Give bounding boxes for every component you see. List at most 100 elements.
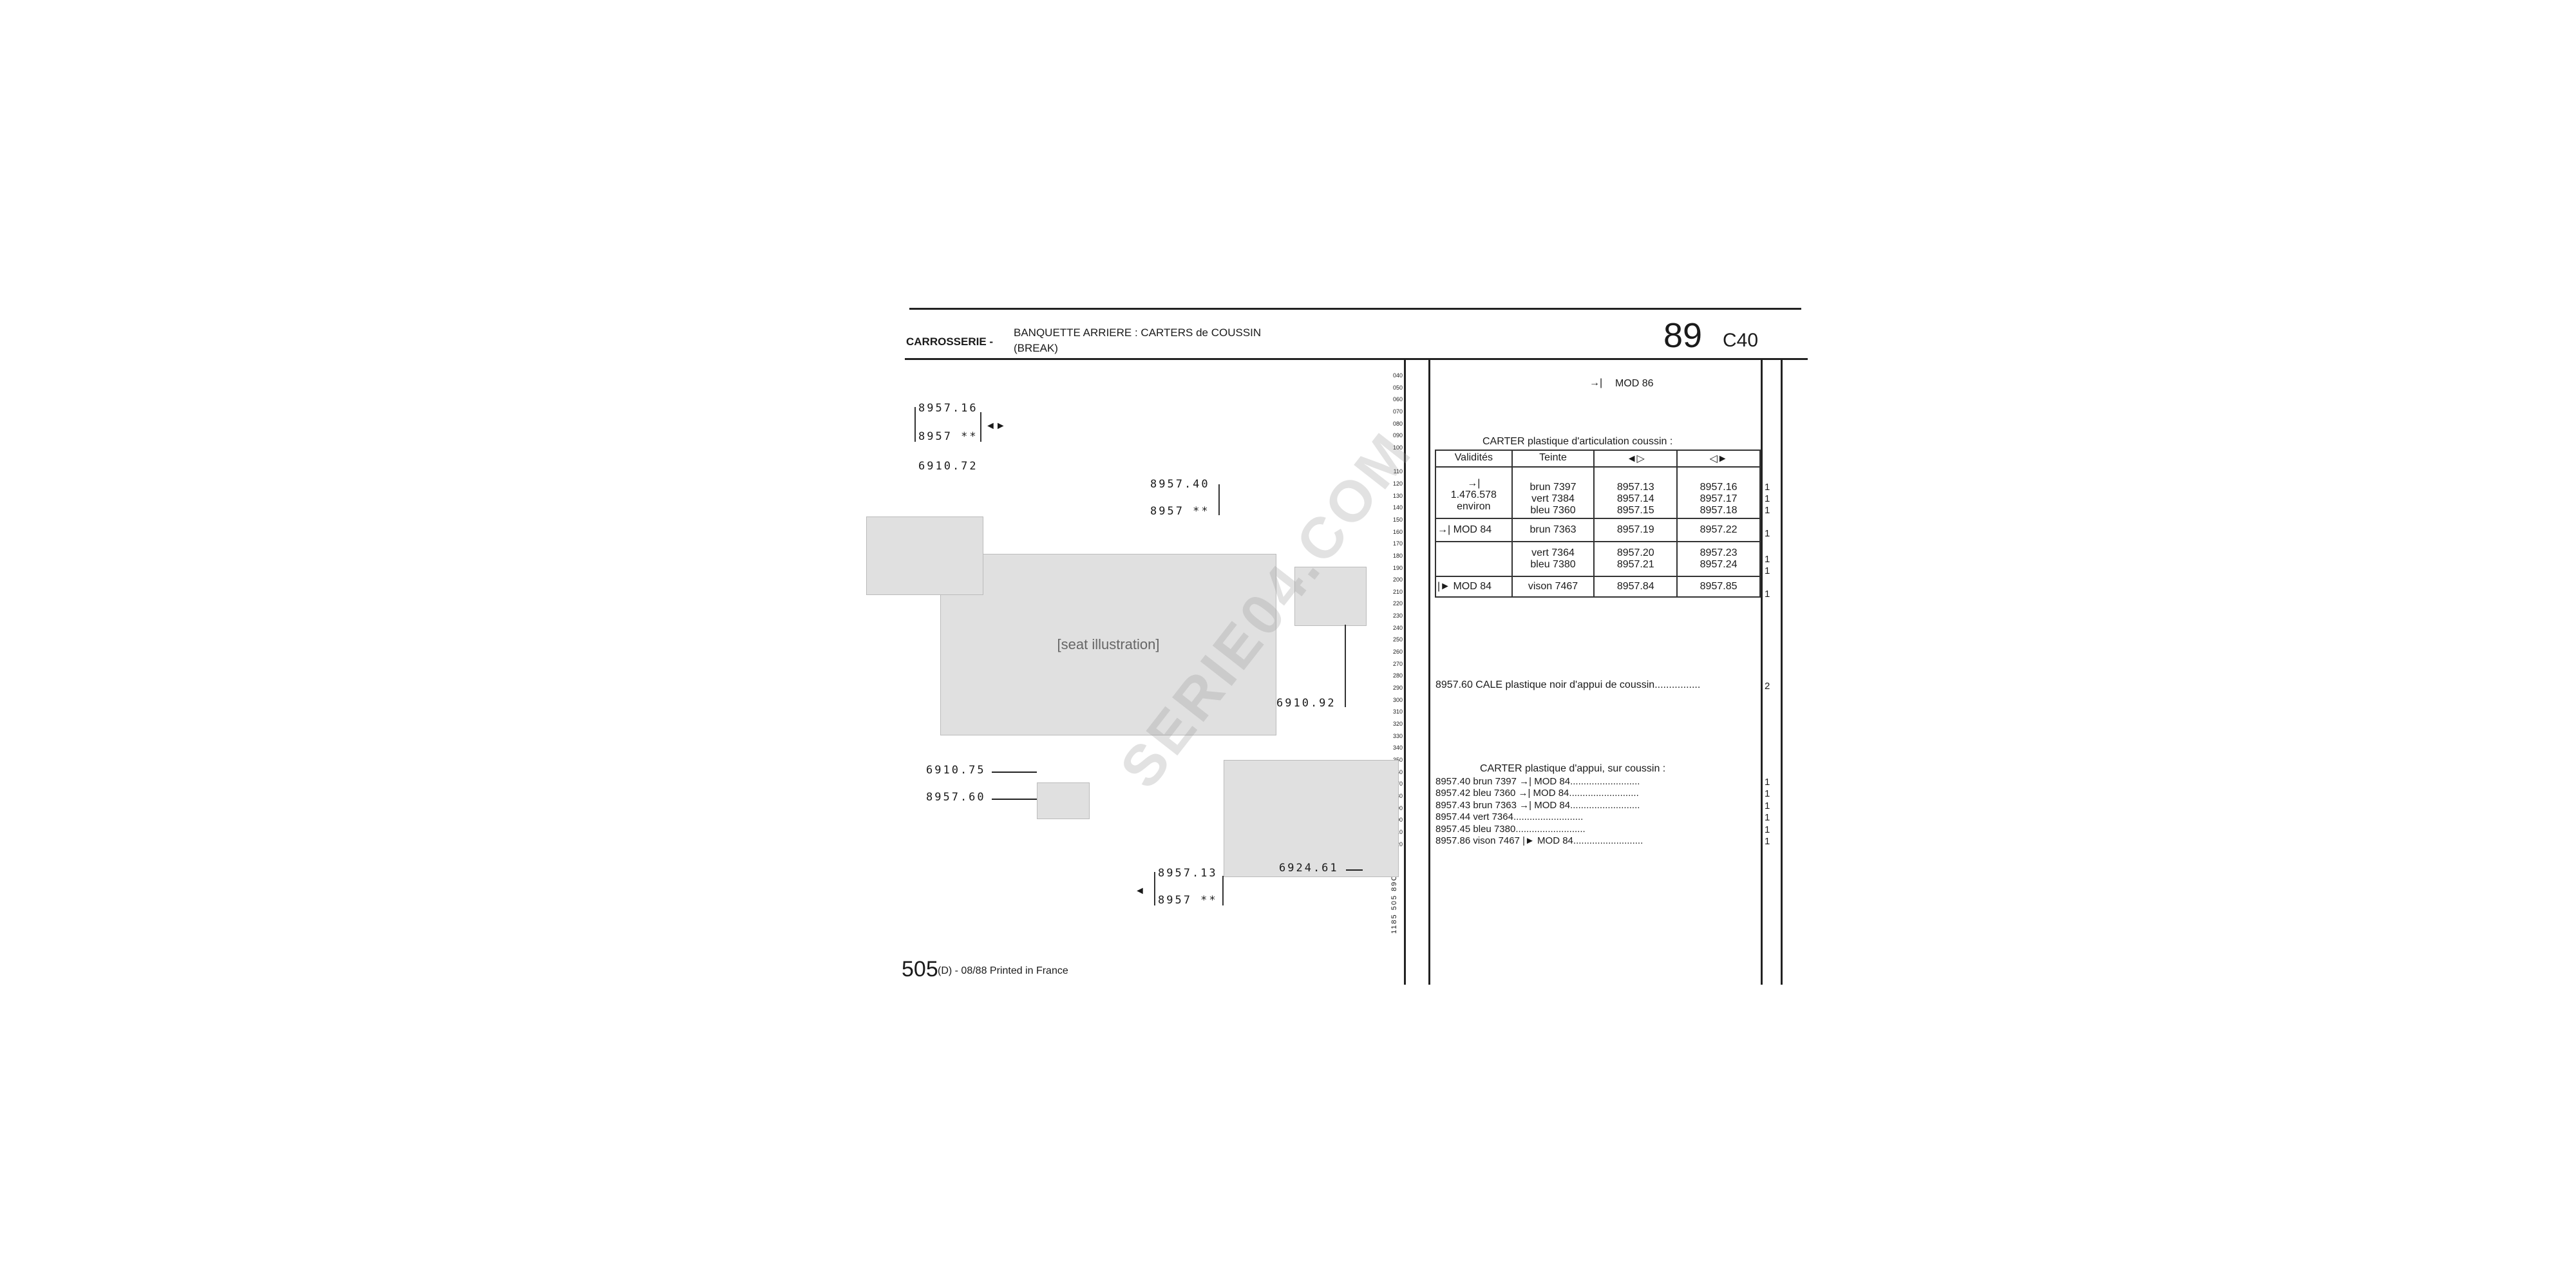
leader-line [992,772,1037,773]
page-code: C40 [1723,330,1759,351]
mod-value: MOD 84 [1533,788,1569,799]
end-arrow-icon: →| [1516,776,1535,787]
mod-value: MOD 84 [1534,776,1571,787]
part-ref: 8957.22 [1676,518,1761,542]
part-ref: 8957.42 [1435,788,1471,799]
callout-bracket [1222,876,1224,905]
page-title-line2: (BREAK) [1014,342,1058,354]
part-ref: 8957.43 [1435,799,1471,811]
dot-leader: .......................... [1515,823,1586,835]
dot-leader: .......................... [1513,811,1584,823]
callout-6910-92: 6910.92 [1276,697,1336,710]
end-arrow-icon: →| [1515,788,1533,799]
scale-tick: 310 [1392,708,1403,715]
dot-leader: ................ [1654,679,1701,690]
qty-value: 1 [1765,824,1770,835]
validite-value: MOD 84 [1453,524,1492,535]
scale-tick: 160 [1392,528,1403,535]
qty-value: 1 [1765,505,1770,516]
callout-bracket [914,407,916,442]
end-arrow-icon: →| [1437,524,1451,535]
scale-tick: 100 [1392,444,1403,451]
qty-value: 1 [1765,788,1770,800]
mod86-label: MOD 86 [1615,378,1654,389]
dot-leader: .......................... [1570,776,1640,787]
scale-tick: 040 [1392,372,1403,379]
left-panel-divider [1404,358,1406,985]
callout-bracket [1154,872,1155,905]
cale-line: 8957.60 CALE plastique noir d'appui de c… [1435,680,1700,690]
dot-leader: .......................... [1570,799,1640,811]
qty-value: 1 [1765,493,1770,504]
callout-8957-13: 8957.13 [1158,867,1218,880]
right-panel-edge-rule [1781,358,1783,985]
callout-8957-40: 8957.40 [1150,478,1210,491]
teinte-value: vert 7364 [1531,547,1575,558]
part-ref: 8957.20 [1616,547,1654,558]
callout-bracket [1218,484,1220,515]
scale-tick: 120 [1392,480,1403,487]
callout-6910-72: 6910.72 [918,460,978,473]
validite-cell [1435,541,1513,577]
ref-right-cell: 8957.23 8957.24 [1676,541,1761,577]
part-ref: 8957.17 [1700,493,1738,504]
side-cover-illustration [1224,760,1399,877]
part-ref: 8957.45 [1435,823,1471,835]
page-number: 89 [1663,316,1703,355]
leader-line [992,799,1037,800]
scale-tick: 110 [1393,468,1403,475]
header-left-side: ◄▷ [1593,450,1678,468]
start-arrow-icon: |► [1519,835,1538,846]
teinte-value: vert 7364 [1473,811,1513,823]
validite-cell: |► MOD 84 [1435,576,1513,598]
callout-8957-generic-1: 8957 ** [918,430,978,443]
part-ref: 8957.16 [1700,482,1738,493]
qty-value: 1 [1765,482,1770,493]
footer-model: 505 [902,957,938,981]
teinte-cell: brun 7397 vert 7384 bleu 7360 [1511,466,1595,519]
scale-tick: 130 [1392,492,1403,499]
validite-cell: →| MOD 84 [1435,518,1513,542]
scale-tick: 060 [1392,396,1403,403]
scale-tick: 080 [1392,420,1403,427]
callout-6910-75: 6910.75 [926,764,986,777]
part-ref: 8957.21 [1616,559,1654,570]
mod-value: MOD 84 [1534,799,1571,811]
mod-value: MOD 84 [1537,835,1573,846]
ref-right-cell: 8957.16 8957.17 8957.18 [1676,466,1761,519]
scale-tick: 140 [1392,504,1403,511]
header-top-rule [909,308,1801,310]
table-row: |► MOD 84 vison 7467 8957.84 8957.85 [1435,576,1761,598]
page-title-line1: BANQUETTE ARRIERE : CARTERS de COUSSIN [1014,327,1262,339]
scale-tick: 260 [1392,649,1403,656]
appui-list-item: 8957.45 bleu 7380.......................… [1435,824,1586,834]
scale-tick: 050 [1392,384,1403,391]
table-row: →| MOD 84 brun 7363 8957.19 8957.22 [1435,518,1761,542]
header-right-side: ◁► [1676,450,1761,468]
appui-list-item: 8957.40 brun 7397 →| MOD 84.............… [1435,777,1640,786]
footer-print-info: (D) - 08/88 Printed in France [938,965,1068,976]
right-panel-left-rule [1428,358,1430,985]
header-validites: Validités [1435,450,1513,468]
scale-tick: 270 [1392,660,1403,667]
validite-value: 1.476.578 environ [1450,489,1497,512]
scale-tick: 340 [1392,744,1403,752]
scale-tick: 190 [1392,564,1403,571]
part-ref: 8957.19 [1593,518,1678,542]
teinte-cell: vert 7364 bleu 7380 [1511,541,1595,577]
teinte-value: bleu 7360 [1473,788,1516,799]
qty-value: 1 [1765,528,1770,539]
qty-value: 1 [1765,812,1770,824]
ref-left-cell: 8957.13 8957.14 8957.15 [1593,466,1678,519]
callout-bracket [980,412,981,442]
callout-8957-16: 8957.16 [918,402,978,415]
callout-6924-61: 6924.61 [1279,862,1339,875]
carter-appui-title: CARTER plastique d'appui, sur coussin : [1480,763,1666,774]
wedge-illustration [1037,782,1090,819]
parts-table: Validités Teinte ◄▷ ◁► →| 1.476.578 envi… [1435,450,1761,598]
appui-list-item: 8957.42 bleu 7360 →| MOD 84.............… [1435,788,1639,798]
callout-8957-generic-3: 8957 ** [1158,894,1218,907]
leader-line [1346,869,1363,871]
scale-tick: 220 [1392,600,1403,607]
part-ref: 8957.14 [1616,493,1654,504]
